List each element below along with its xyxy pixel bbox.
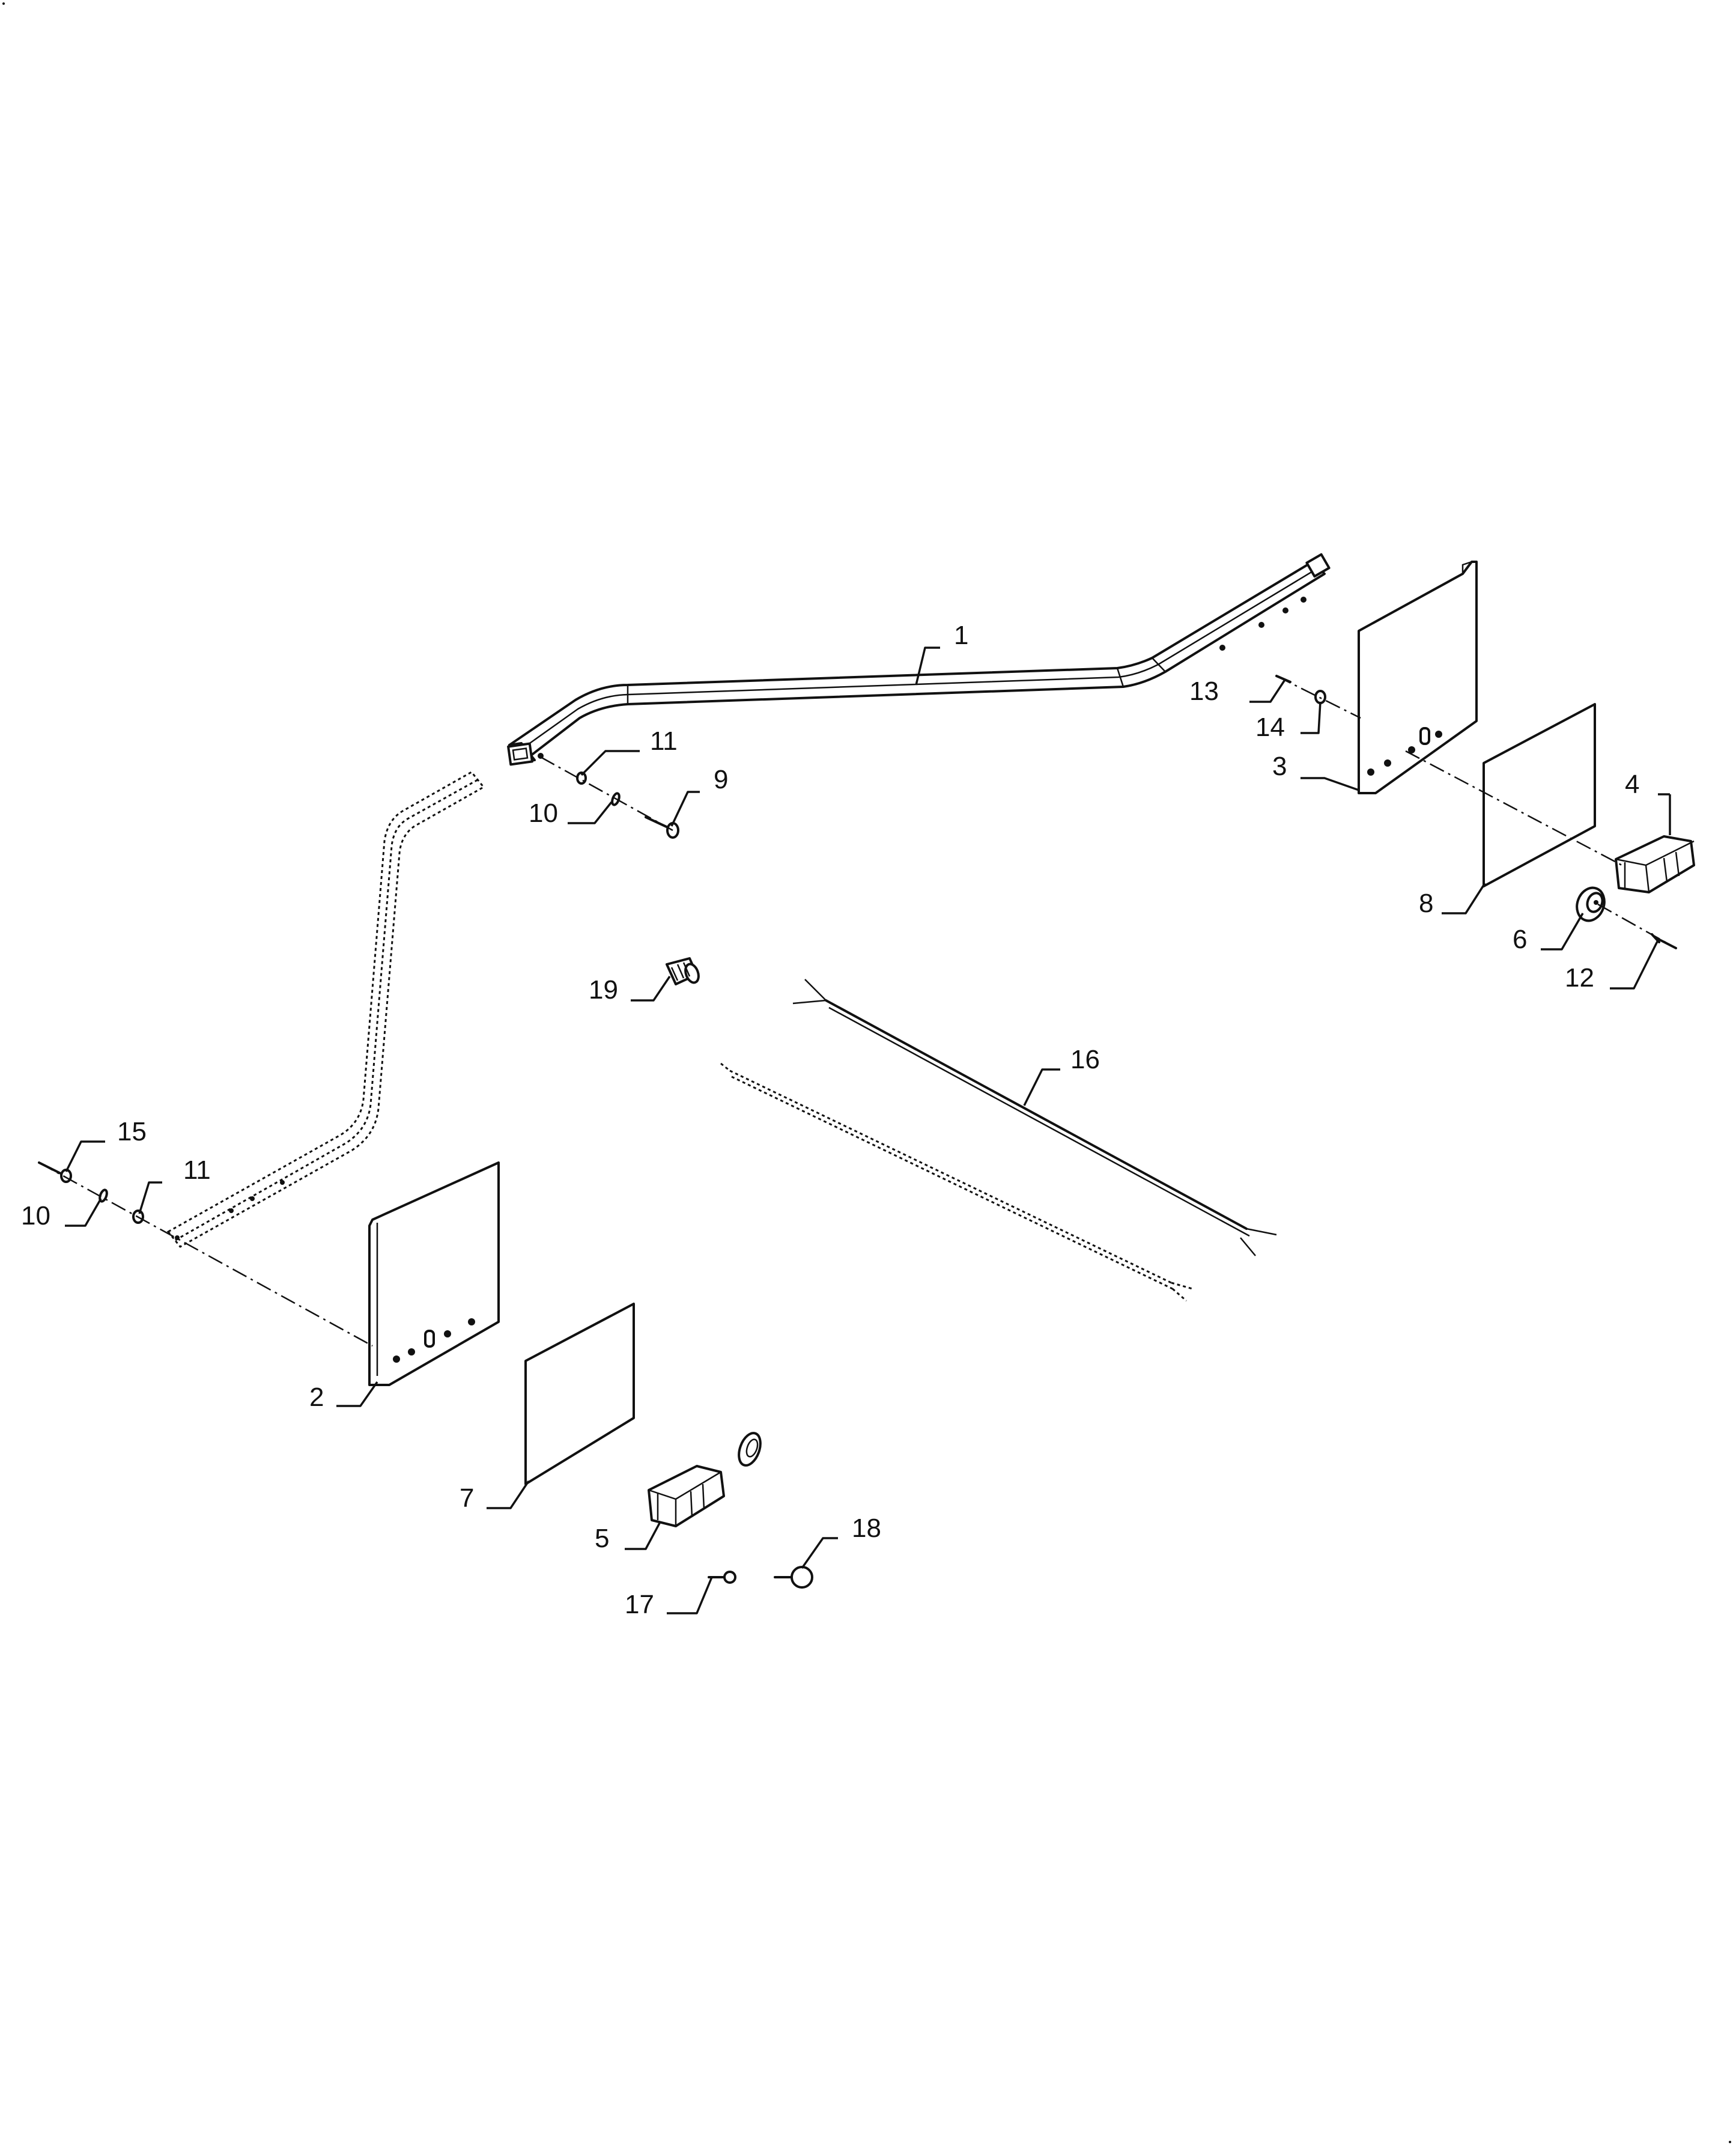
part-8-right-reflector — [1483, 703, 1596, 887]
callout-labels: 1 2 3 4 5 6 7 8 9 10 10 11 11 12 13 14 1… — [21, 621, 1639, 1619]
callout-17: 17 — [625, 1590, 654, 1619]
hidden-lower-tube — [166, 771, 485, 1248]
callout-12: 12 — [1565, 963, 1594, 993]
part-5-left-lamp — [648, 1465, 725, 1527]
callout-14: 14 — [1255, 713, 1285, 742]
callout-5: 5 — [595, 1524, 609, 1553]
callout-2: 2 — [309, 1383, 324, 1412]
callout-4: 4 — [1625, 770, 1639, 799]
part-3-right-bracket — [1358, 561, 1478, 794]
callout-16: 16 — [1070, 1045, 1100, 1074]
callout-11-left: 11 — [183, 1155, 211, 1185]
callout-11-upper: 11 — [650, 726, 678, 756]
corner-mark-top-left — [2, 2, 5, 5]
callout-1: 1 — [954, 621, 968, 650]
callout-13: 13 — [1189, 677, 1219, 706]
callout-9: 9 — [714, 765, 728, 794]
corner-mark-bottom-right — [1729, 2141, 1731, 2143]
callout-10-left: 10 — [21, 1201, 50, 1231]
callout-18: 18 — [852, 1514, 881, 1543]
assembly-centerlines — [38, 675, 1677, 1347]
callout-7: 7 — [460, 1483, 474, 1513]
callout-19: 19 — [589, 975, 618, 1005]
part-1-upper-tube — [507, 553, 1331, 766]
callout-10-upper: 10 — [529, 799, 558, 828]
part-4-right-lamp — [1615, 835, 1695, 893]
callout-3: 3 — [1272, 752, 1287, 781]
part-7-left-reflector — [524, 1303, 635, 1485]
part-6-grommet — [1576, 886, 1606, 922]
part-2-left-bracket — [368, 1161, 500, 1386]
part-16-wiring-harness — [720, 979, 1277, 1302]
leader-lines — [65, 647, 1671, 1614]
callout-15: 15 — [117, 1117, 147, 1146]
callout-6: 6 — [1513, 925, 1527, 954]
fasteners — [38, 675, 1677, 1589]
left-grommet — [738, 1432, 762, 1467]
callout-8: 8 — [1419, 889, 1433, 918]
